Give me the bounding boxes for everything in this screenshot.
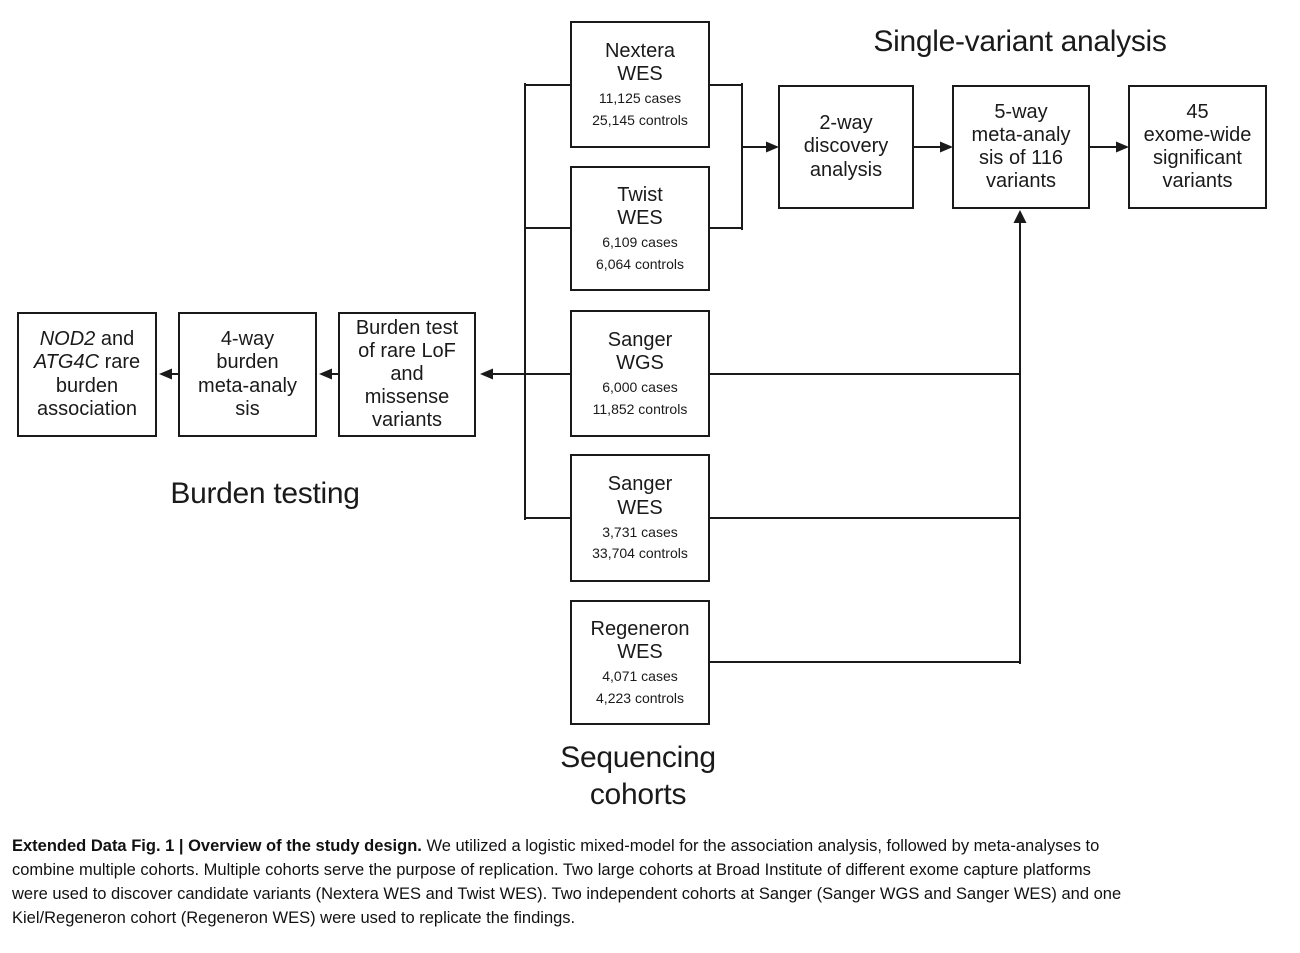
- box-text-line: discovery: [803, 135, 889, 158]
- arrowhead-into-meta4: [319, 368, 332, 380]
- arrowhead-into-meta5-bottom: [1013, 210, 1027, 223]
- box-text-line: analysis: [809, 158, 883, 181]
- box-text-line: 2-way: [819, 112, 873, 135]
- box-nextera-wes: Nextera WES 11,125 cases 25,145 controls: [570, 21, 710, 148]
- box-text-line: variants: [1162, 170, 1233, 193]
- cohort-cases: 6,109 cases: [602, 234, 678, 251]
- box-text-line: NOD2 and: [40, 328, 135, 351]
- box-sanger-wes: Sanger WES 3,731 cases 33,704 controls: [570, 454, 710, 582]
- cohort-controls: 4,223 controls: [596, 689, 684, 706]
- box-text-line: 5-way: [994, 100, 1048, 123]
- cohort-controls: 6,064 controls: [596, 255, 684, 272]
- cohort-cases: 6,000 cases: [602, 379, 678, 396]
- box-text-line: significant: [1153, 147, 1242, 169]
- box-text-line: exome-wide: [1143, 123, 1252, 146]
- caption-bold-title: Extended Data Fig. 1 | Overview of the s…: [12, 837, 422, 855]
- box-text-line: sis: [235, 397, 260, 420]
- heading-burden-testing: Burden testing: [170, 477, 360, 510]
- box-text-fragment: and: [95, 328, 135, 351]
- heading-single-variant-analysis: Single-variant analysis: [873, 25, 1167, 58]
- box-text-line: association: [36, 397, 138, 420]
- box-text-line: burden: [55, 374, 119, 397]
- box-sanger-wgs: Sanger WGS 6,000 cases 11,852 controls: [570, 310, 710, 437]
- cohort-cases: 4,071 cases: [602, 668, 678, 685]
- cohort-name: WES: [617, 63, 663, 86]
- box-2way-discovery-analysis: 2-way discovery analysis: [778, 85, 914, 209]
- box-text-line: and: [390, 362, 424, 385]
- box-text-line: burden: [216, 351, 279, 374]
- caption-line-1: Extended Data Fig. 1 | Overview of the s…: [12, 834, 1274, 858]
- box-text-fragment: rare: [99, 351, 141, 374]
- caption-line-3: were used to discover candidate variants…: [12, 885, 1122, 903]
- cohort-name: WES: [617, 207, 663, 230]
- cohort-controls: 11,852 controls: [592, 400, 688, 417]
- box-text-line: variants: [985, 170, 1057, 193]
- cohort-name: Regeneron: [590, 617, 690, 640]
- gene-name-nod2: NOD2: [39, 328, 96, 351]
- box-text-line: 45: [1186, 100, 1209, 123]
- box-text-line: Burden test: [355, 316, 459, 339]
- caption-text: We utilized a logistic mixed-model for t…: [421, 837, 1100, 855]
- box-burden-test-rare-lof: Burden test of rare LoF and missense var…: [338, 312, 476, 437]
- box-4way-burden-meta-analysis: 4-way burden meta-analy sis: [178, 312, 317, 437]
- cohort-name: Nextera: [604, 39, 676, 62]
- box-twist-wes: Twist WES 6,109 cases 6,064 controls: [570, 166, 710, 291]
- box-text-line: sis of 116: [978, 147, 1064, 169]
- box-text-line: missense: [364, 386, 450, 409]
- box-text-line: ATG4C rare: [34, 351, 140, 374]
- cohort-cases: 3,731 cases: [602, 523, 678, 540]
- cohort-cases: 11,125 cases: [598, 90, 682, 107]
- box-text-line: meta-analy: [971, 123, 1071, 146]
- box-45-exome-wide-significant: 45 exome-wide significant variants: [1128, 85, 1267, 209]
- box-text-line: of rare LoF: [358, 339, 456, 362]
- gene-name-atg4c: ATG4C: [33, 351, 100, 374]
- heading-sequencing-line1: Sequencing: [560, 741, 716, 774]
- box-text-line: 4-way: [220, 328, 275, 351]
- box-regeneron-wes: Regeneron WES 4,071 cases 4,223 controls: [570, 600, 710, 725]
- cohort-name: WES: [617, 641, 663, 664]
- caption-line-4: Kiel/Regeneron cohort (Regeneron WES) we…: [12, 909, 576, 927]
- cohort-name: WGS: [616, 352, 664, 375]
- heading-sequencing-cohorts: Sequencing cohorts: [518, 740, 758, 813]
- box-text-line: meta-analy: [198, 374, 297, 397]
- cohort-name: Sanger: [607, 473, 673, 496]
- cohort-name: Twist: [617, 183, 663, 206]
- box-nod2-atg4c-association: NOD2 and ATG4C rare burden association: [17, 312, 157, 437]
- arrowhead-into-burden-test: [480, 368, 493, 380]
- figure-caption: Extended Data Fig. 1 | Overview of the s…: [12, 834, 1274, 930]
- arrowhead-into-nod2: [159, 368, 172, 380]
- caption-line-2: combine multiple cohorts. Multiple cohor…: [12, 861, 1091, 879]
- cohort-name: WES: [617, 496, 663, 519]
- box-5way-meta-analysis: 5-way meta-analy sis of 116 variants: [952, 85, 1090, 209]
- cohort-controls: 25,145 controls: [592, 111, 688, 128]
- cohort-name: Sanger: [607, 328, 673, 351]
- heading-sequencing-line2: cohorts: [589, 777, 687, 811]
- cohort-controls: 33,704 controls: [592, 545, 688, 562]
- box-text-line: variants: [371, 409, 443, 432]
